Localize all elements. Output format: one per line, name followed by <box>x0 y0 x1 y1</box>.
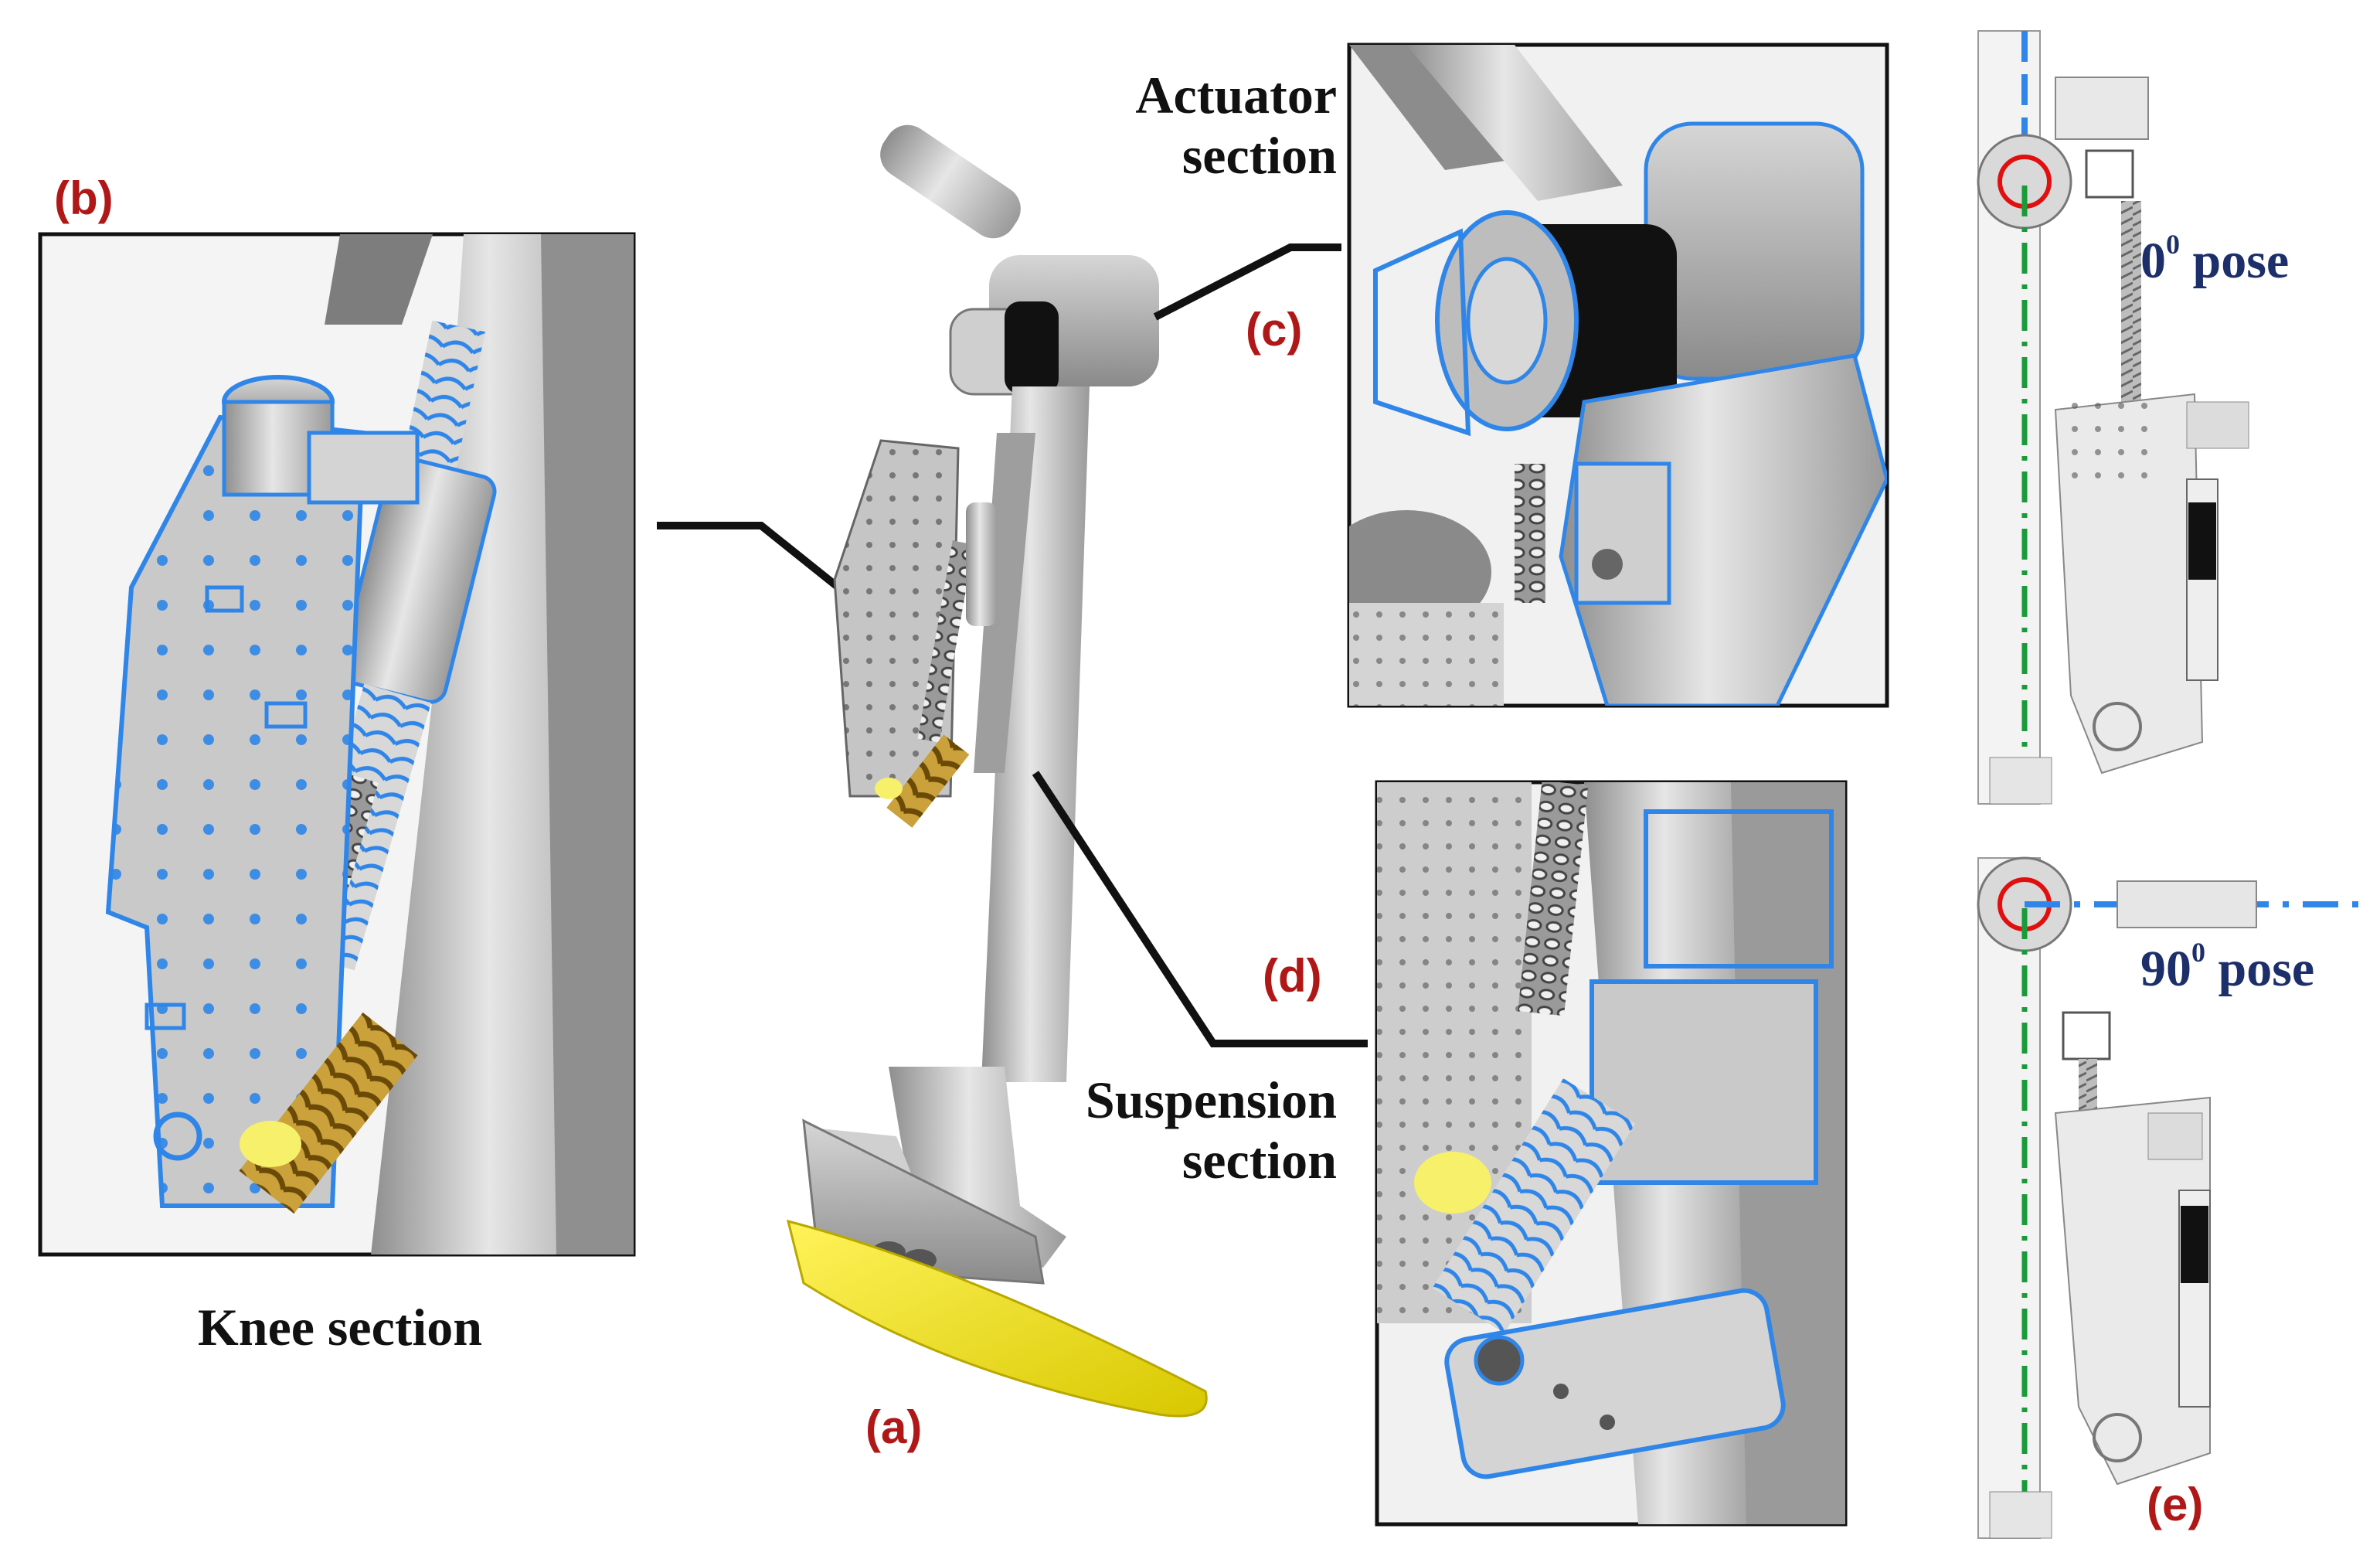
suspension-title-line1: Suspension <box>1085 1071 1337 1129</box>
pose-0-degree: 0 <box>2166 229 2180 260</box>
actuator-title-line1: Actuator <box>1135 66 1337 124</box>
actuator-title-line2: section <box>1182 126 1337 186</box>
knee-section-title: Knee section <box>197 1298 483 1357</box>
knee-leader-line <box>657 522 842 591</box>
motor-body <box>1005 301 1059 394</box>
gearbox-housing <box>1644 121 1865 381</box>
knee-pivot-hole <box>153 1112 202 1161</box>
knee-zoom-panel <box>38 232 636 1257</box>
suspension-chain <box>1518 782 1589 1016</box>
label-c: (c) <box>1246 304 1303 356</box>
pose-90-schematic <box>1977 856 2365 1539</box>
pose-90-label: 900 pose <box>2140 937 2315 999</box>
suspension-spring <box>1432 1078 1636 1333</box>
suspension-clamp <box>1590 979 1818 1185</box>
actuator-section-title: Actuator section <box>1074 65 1337 186</box>
suspension-link <box>1444 1288 1786 1479</box>
prosthetic-foot <box>786 1219 1208 1418</box>
label-a: (a) <box>865 1401 923 1453</box>
suspension-leader-line <box>1032 771 1368 1047</box>
pose-schematic-panel <box>1977 30 2365 1539</box>
label-b: (b) <box>54 172 114 224</box>
actuator-zoom-panel <box>1347 43 1889 708</box>
actuator-leader-line <box>1153 243 1341 321</box>
pose-90-value: 90 <box>2140 941 2191 997</box>
main-gold-spring <box>886 734 970 828</box>
suspension-zoom-panel <box>1375 780 1848 1527</box>
pose-0-label: 00 pose <box>2140 229 2290 291</box>
pose-0-schematic <box>1977 30 2249 805</box>
pose-90-word: pose <box>2218 941 2315 997</box>
label-e: (e) <box>2147 1479 2204 1530</box>
actuator-bracket <box>1559 353 1887 706</box>
label-d: (d) <box>1263 950 1322 1002</box>
suspension-title-line2: section <box>1182 1131 1337 1190</box>
main-assembly <box>786 124 1208 1418</box>
pose-90-degree: 0 <box>2191 937 2205 968</box>
top-tube <box>880 124 1021 239</box>
upper-spring <box>403 320 485 468</box>
pose-0-value: 0 <box>2140 233 2166 289</box>
suspension-section-title: Suspension section <box>1028 1070 1337 1190</box>
pose-0-word: pose <box>2192 233 2290 289</box>
